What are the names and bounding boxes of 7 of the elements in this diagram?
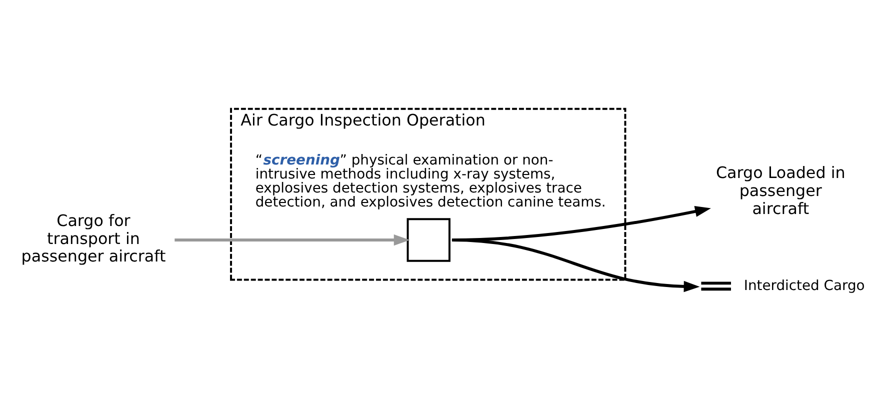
node-text: Cargo for transport in passenger aircraft xyxy=(21,210,166,266)
node-label: “screening” physical examination or non-intrusive methods including x-ray systems, explosives detection systems, explosives trace detection, and explosives detection canine teams. xyxy=(255,152,606,210)
node-label: Interdicted Cargo xyxy=(744,278,865,294)
arrow xyxy=(452,238,700,292)
arrow xyxy=(174,234,410,246)
node-box xyxy=(406,218,450,262)
node-text: Cargo Loaded in passenger aircraft xyxy=(716,163,846,218)
